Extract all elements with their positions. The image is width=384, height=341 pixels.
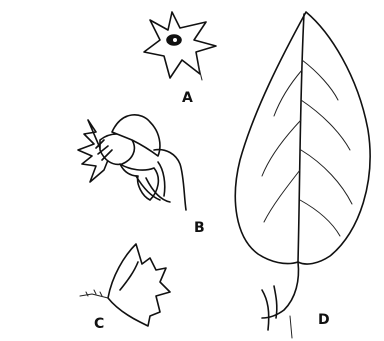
label-c: C [94,316,104,332]
heart-shaped-leaf: D [235,12,370,338]
flower-top-view: A [144,12,216,106]
label-d: D [318,312,330,328]
label-b: B [194,220,205,236]
flower-side-view: B [78,115,205,236]
label-a: A [182,90,193,106]
calyx-side-view: C [80,244,170,332]
